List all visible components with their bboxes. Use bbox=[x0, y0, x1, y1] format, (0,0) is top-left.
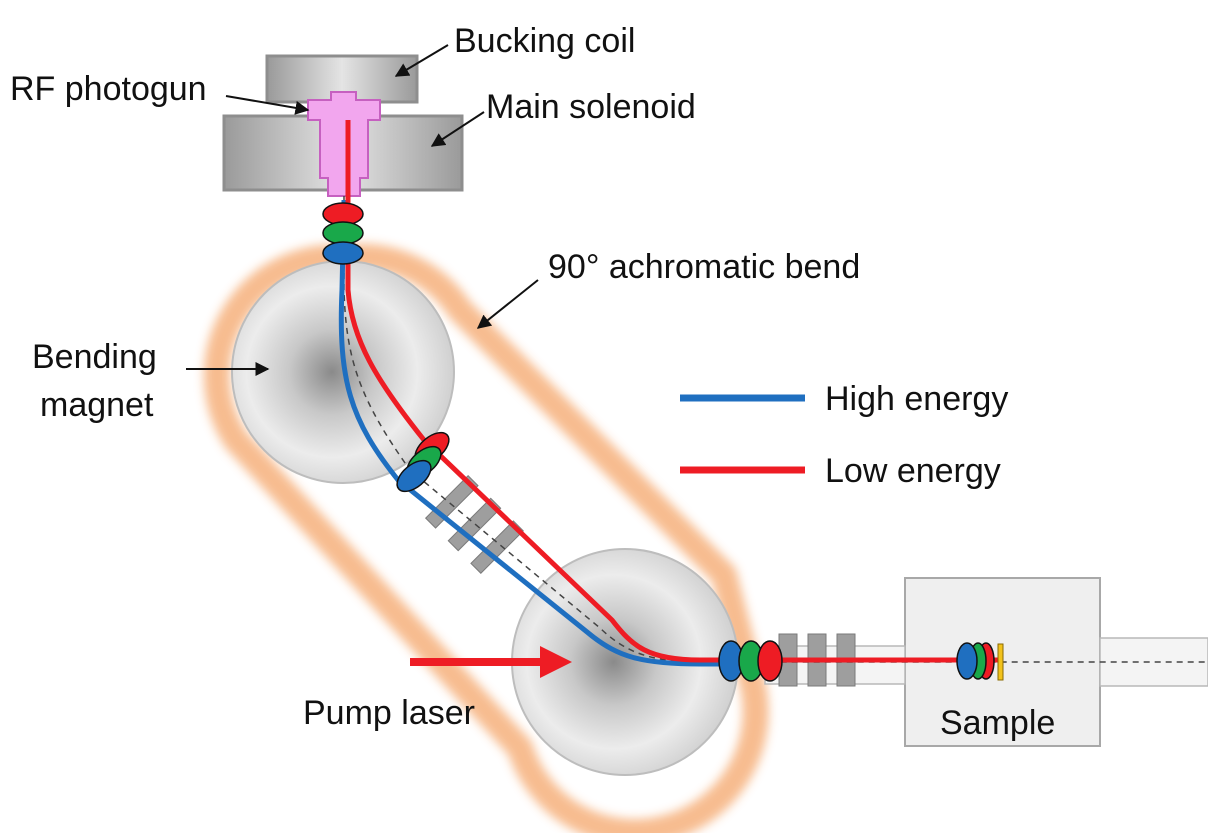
bucking-coil-pointer bbox=[394, 44, 449, 77]
label-rf-photogun: RF photogun bbox=[10, 70, 207, 108]
label-achromatic-bend: 90° achromatic bend bbox=[548, 248, 860, 286]
sample-target bbox=[997, 643, 1004, 681]
label-bending-magnet-line1: Bending bbox=[32, 338, 157, 376]
bunch-red-exit bbox=[757, 640, 783, 682]
main-solenoid-pointer bbox=[430, 111, 485, 147]
bunch-blue-top bbox=[322, 241, 364, 265]
label-bending-magnet-line2: magnet bbox=[40, 386, 154, 424]
pump-laser-arrowhead bbox=[540, 646, 572, 678]
label-sample: Sample bbox=[940, 704, 1055, 742]
label-pump-laser: Pump laser bbox=[303, 694, 475, 732]
bunch-blue-sample bbox=[956, 642, 978, 680]
label-bucking-coil: Bucking coil bbox=[454, 22, 635, 60]
achromatic-bend-halo bbox=[203, 243, 769, 833]
bunch-green-top bbox=[322, 221, 364, 245]
high-energy-path bbox=[338, 199, 760, 667]
legend-label-low-energy: Low energy bbox=[825, 452, 1001, 490]
rf-photogun-pointer bbox=[225, 95, 310, 115]
achromatic-bend-pointer bbox=[476, 279, 539, 329]
label-main-solenoid: Main solenoid bbox=[486, 88, 696, 126]
legend-label-high-energy: High energy bbox=[825, 380, 1008, 418]
bunches-mid bbox=[396, 431, 450, 493]
